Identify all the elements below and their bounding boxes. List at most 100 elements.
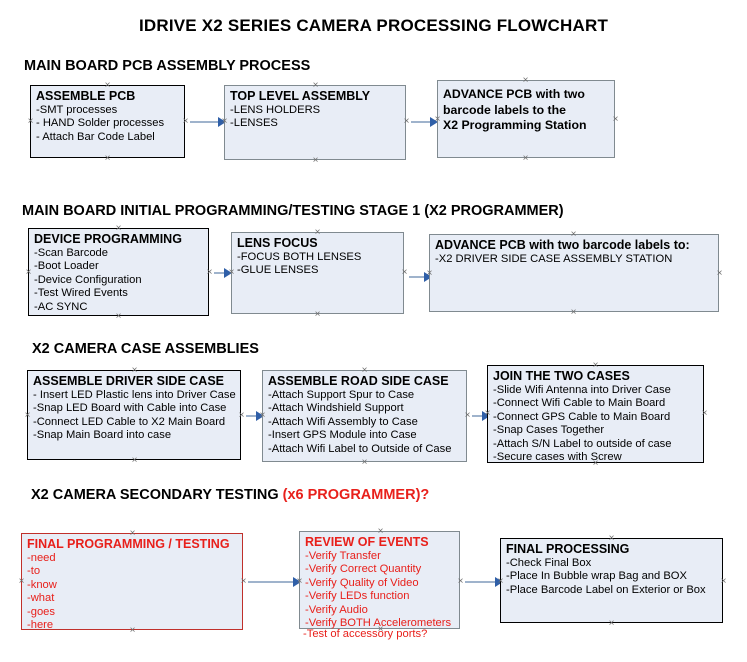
connector-line	[472, 415, 484, 417]
section-heading-2-text: MAIN BOARD INITIAL PROGRAMMING/TESTING S…	[22, 203, 564, 219]
connection-handle[interactable]	[400, 268, 409, 277]
connection-handle[interactable]	[483, 409, 492, 418]
box-line: -here	[27, 619, 54, 632]
box-title: REVIEW OF EVENTS	[305, 535, 429, 549]
box-line: -Secure cases with Screw	[493, 451, 622, 464]
connection-handle[interactable]	[239, 577, 248, 586]
box-advance-pcb-driver-side-station[interactable]: ADVANCE PCB with two barcode labels to: …	[429, 234, 719, 312]
connection-handle[interactable]	[360, 458, 369, 467]
box-line: -SMT processes	[36, 104, 118, 116]
box-line: -GLUE LENSES	[237, 264, 319, 277]
connection-handle[interactable]	[23, 411, 32, 420]
connection-handle[interactable]	[258, 411, 267, 420]
box-line: -know	[27, 578, 57, 591]
box-line: -Verify Correct Quantity	[305, 563, 422, 576]
connection-handle[interactable]	[569, 308, 578, 317]
connection-handle[interactable]	[313, 228, 322, 237]
connection-handle[interactable]	[130, 456, 139, 465]
box-title: ASSEMBLE ROAD SIDE CASE	[268, 374, 449, 388]
box-join-the-two-cases[interactable]: JOIN THE TWO CASES -Slide Wifi Antenna i…	[487, 365, 704, 463]
connection-handle[interactable]	[521, 154, 530, 163]
box-final-programming-testing[interactable]: FINAL PROGRAMMING / TESTING -need -to -k…	[21, 533, 243, 632]
box-line: -LENS HOLDERS	[230, 104, 321, 116]
connection-handle[interactable]	[220, 117, 229, 126]
box-line: -Check Final Box	[506, 557, 592, 569]
box-line: -X2 DRIVER SIDE CASE ASSEMBLY STATION	[435, 253, 673, 265]
box-line: barcode labels to the	[443, 102, 566, 117]
connection-handle[interactable]	[425, 269, 434, 278]
connection-handle[interactable]	[295, 577, 304, 586]
connection-handle[interactable]	[607, 619, 616, 628]
connection-handle[interactable]	[313, 310, 322, 319]
box-line: -Boot Loader	[34, 260, 99, 273]
connection-handle[interactable]	[719, 577, 728, 586]
connector-line	[246, 415, 260, 417]
connection-handle[interactable]	[360, 366, 369, 375]
connection-handle[interactable]	[700, 409, 709, 418]
box-final-processing[interactable]: FINAL PROCESSING -Check Final Box -Place…	[500, 538, 723, 623]
box-title: TOP LEVEL ASSEMBLY	[230, 89, 371, 103]
connection-handle[interactable]	[114, 312, 123, 321]
connection-handle[interactable]	[227, 268, 236, 277]
connection-handle[interactable]	[521, 76, 530, 85]
connection-handle[interactable]	[496, 577, 505, 586]
box-line: -Verify Audio	[305, 603, 368, 616]
box-lens-focus[interactable]: LENS FOCUS -FOCUS BOTH LENSES -GLUE LENS…	[231, 232, 404, 314]
box-line: -FOCUS BOTH LENSES	[237, 251, 362, 263]
section-heading-4-text: X2 CAMERA SECONDARY TESTING	[31, 487, 283, 503]
connection-handle[interactable]	[715, 269, 724, 278]
box-line: -Verify Transfer	[305, 550, 381, 562]
connection-handle[interactable]	[17, 577, 26, 586]
connection-handle[interactable]	[376, 625, 385, 634]
connection-handle[interactable]	[237, 411, 246, 420]
section-heading-3-text: X2 CAMERA CASE ASSEMBLIES	[32, 341, 259, 357]
box-assemble-driver-side-case[interactable]: ASSEMBLE DRIVER SIDE CASE - Insert LED P…	[27, 370, 241, 460]
box-line: -Device Configuration	[34, 273, 142, 286]
box-device-programming[interactable]: DEVICE PROGRAMMING -Scan Barcode -Boot L…	[28, 228, 209, 316]
connection-handle[interactable]	[128, 529, 137, 538]
connection-handle[interactable]	[463, 411, 472, 420]
connection-handle[interactable]	[402, 117, 411, 126]
connection-handle[interactable]	[103, 81, 112, 90]
box-line: -Place Barcode Label on Exterior or Box	[506, 583, 706, 596]
box-line: -Connect GPS Cable to Main Board	[493, 410, 671, 423]
box-line: -goes	[27, 605, 55, 618]
connection-handle[interactable]	[569, 230, 578, 239]
connector-line	[214, 272, 227, 274]
connection-handle[interactable]	[103, 154, 112, 163]
connector-line	[190, 121, 220, 123]
connection-handle[interactable]	[205, 268, 214, 277]
box-line: -Slide Wifi Antenna into Driver Case	[493, 384, 671, 396]
box-review-of-events[interactable]: REVIEW OF EVENTS -Verify Transfer -Verif…	[299, 531, 460, 629]
connection-handle[interactable]	[607, 534, 616, 543]
box-line: -Place In Bubble wrap Bag and BOX	[506, 570, 687, 583]
connection-handle[interactable]	[128, 626, 137, 635]
box-line: -need	[27, 552, 56, 564]
connection-handle[interactable]	[591, 459, 600, 468]
connection-handle[interactable]	[376, 527, 385, 536]
connection-handle[interactable]	[311, 156, 320, 165]
connection-handle[interactable]	[311, 81, 320, 90]
box-top-level-assembly[interactable]: TOP LEVEL ASSEMBLY -LENS HOLDERS -LENSES	[224, 85, 406, 160]
connection-handle[interactable]	[456, 577, 465, 586]
box-line: -Connect LED Cable to X2 Main Board	[33, 415, 226, 428]
connection-handle[interactable]	[433, 115, 442, 124]
box-title: JOIN THE TWO CASES	[493, 369, 630, 383]
box-line: -Snap LED Board with Cable into Case	[33, 402, 227, 415]
box-line: -AC SYNC	[34, 300, 88, 313]
box-line: -Scan Barcode	[34, 247, 109, 259]
box-line: -Attach Wifi Assembly to Case	[268, 415, 418, 428]
connection-handle[interactable]	[130, 366, 139, 375]
connection-handle[interactable]	[181, 117, 190, 126]
connection-handle[interactable]	[611, 115, 620, 124]
box-assemble-pcb[interactable]: ASSEMBLE PCB -SMT processes - HAND Solde…	[30, 85, 185, 158]
box-advance-pcb-programming-station[interactable]: ADVANCE PCB with two barcode labels to t…	[437, 80, 615, 158]
connection-handle[interactable]	[114, 224, 123, 233]
section-heading-1-text: MAIN BOARD PCB ASSEMBLY PROCESS	[24, 58, 311, 74]
connector-line	[409, 276, 427, 278]
box-assemble-road-side-case[interactable]: ASSEMBLE ROAD SIDE CASE -Attach Support …	[262, 370, 467, 462]
connection-handle[interactable]	[26, 117, 35, 126]
connection-handle[interactable]	[24, 268, 33, 277]
connection-handle[interactable]	[591, 361, 600, 370]
